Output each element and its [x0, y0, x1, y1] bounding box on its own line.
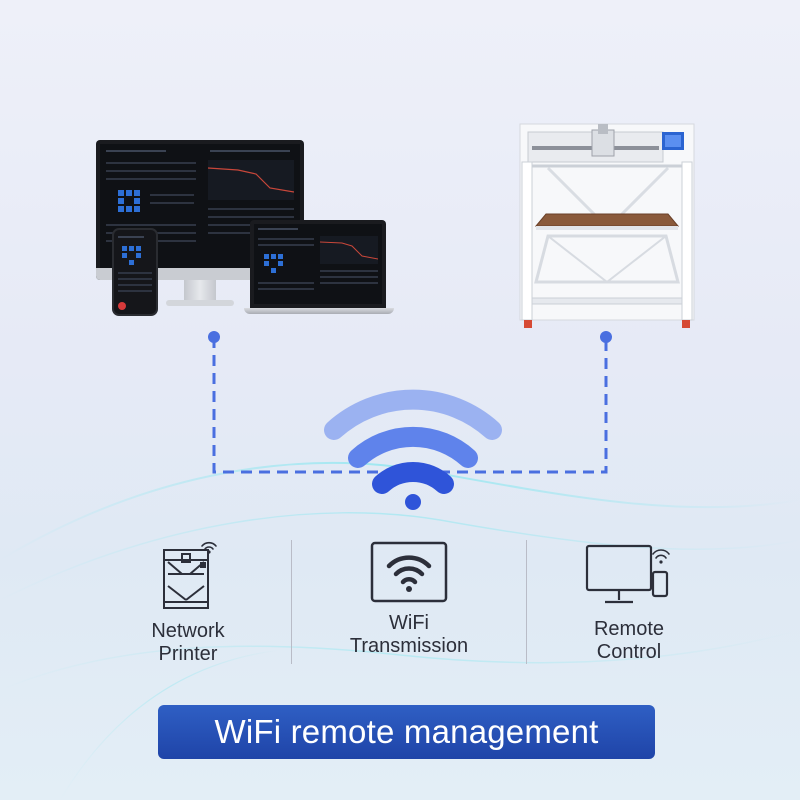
- network-printer-icon: [163, 541, 217, 609]
- feature-divider: [291, 540, 292, 664]
- feature-remote-control: Remote Control: [529, 540, 729, 664]
- industrial-3d-printer: [519, 123, 695, 328]
- laptop-screen: [254, 224, 382, 304]
- wifi-tablet-icon: [370, 541, 448, 603]
- wifi-signal-icon: [324, 389, 502, 510]
- feature-label: Remote Control: [593, 618, 665, 663]
- feature-label: WiFi Transmission: [349, 612, 469, 657]
- banner-title: WiFi remote management: [158, 705, 655, 759]
- feature-wifi-transmission: WiFi Transmission: [309, 540, 509, 658]
- feature-label: Network Printer: [151, 620, 225, 665]
- feature-divider: [526, 540, 527, 664]
- smartphone: [112, 228, 158, 316]
- laptop: [244, 220, 394, 316]
- monitor-phone-icon: [585, 544, 670, 604]
- feature-network-printer: Network Printer: [88, 540, 288, 666]
